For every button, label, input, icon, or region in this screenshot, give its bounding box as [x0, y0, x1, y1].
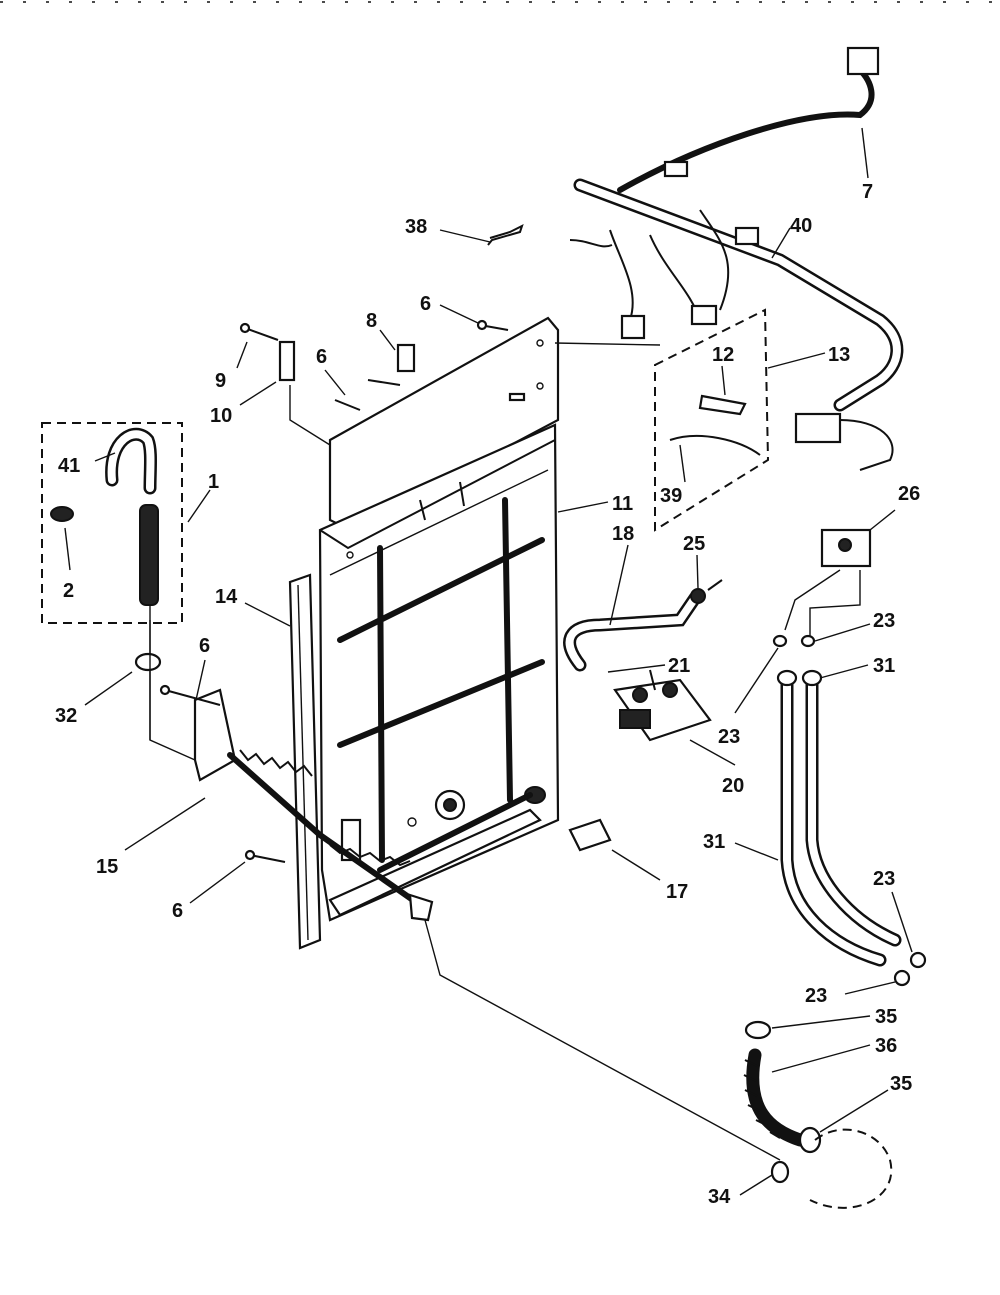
callout-14: 14: [215, 586, 238, 608]
bracket-15: [193, 688, 434, 922]
clip-38: [487, 224, 524, 246]
drain-assembly: [743, 1020, 893, 1209]
callout-11: 11: [612, 493, 633, 515]
part-17: [568, 818, 612, 852]
callout-6: 6: [199, 635, 210, 657]
callout-32: 32: [55, 705, 77, 727]
callout-34: 34: [708, 1186, 731, 1208]
callout-26: 26: [898, 483, 920, 505]
callout-40: 40: [790, 215, 812, 237]
callout-31: 31: [873, 655, 895, 677]
callout-25: 25: [683, 533, 705, 555]
rear-panel: [318, 316, 560, 922]
callout-35: 35: [875, 1006, 897, 1028]
callout-23: 23: [873, 610, 895, 632]
callout-21: 21: [668, 655, 690, 677]
callout-20: 20: [722, 775, 744, 797]
callout-6: 6: [316, 346, 327, 368]
callout-7: 7: [862, 181, 873, 203]
kit-13-box: [554, 308, 770, 532]
callout-15: 15: [96, 856, 118, 878]
callout-23: 23: [873, 868, 895, 890]
callout-labels: 41 2 1 32 9 10 6 8 6 38 7 40 12 13 39 11…: [55, 181, 920, 1208]
side-strip: [288, 573, 322, 950]
callout-31: 31: [703, 831, 725, 853]
screws-top: [159, 319, 509, 863]
callout-39: 39: [660, 485, 682, 507]
callout-6: 6: [420, 293, 431, 315]
callout-18: 18: [612, 523, 634, 545]
callout-36: 36: [875, 1035, 897, 1057]
callout-10: 10: [210, 405, 232, 427]
callout-2: 2: [63, 580, 74, 602]
callout-8: 8: [366, 310, 377, 332]
callout-41: 41: [58, 455, 80, 477]
callout-35: 35: [890, 1073, 912, 1095]
callout-6: 6: [172, 900, 183, 922]
callout-12: 12: [712, 344, 734, 366]
callout-1: 1: [208, 471, 219, 493]
inlet-hoses: [772, 528, 927, 987]
valve-assembly: [563, 579, 723, 742]
callout-38: 38: [405, 216, 427, 238]
callout-23: 23: [805, 985, 827, 1007]
wire-harness: [569, 46, 904, 471]
callout-17: 17: [666, 881, 688, 903]
callout-9: 9: [215, 370, 226, 392]
ring-32: [134, 652, 162, 672]
callout-13: 13: [828, 344, 850, 366]
callout-23: 23: [718, 726, 740, 748]
leader-lines: [64, 127, 913, 1196]
